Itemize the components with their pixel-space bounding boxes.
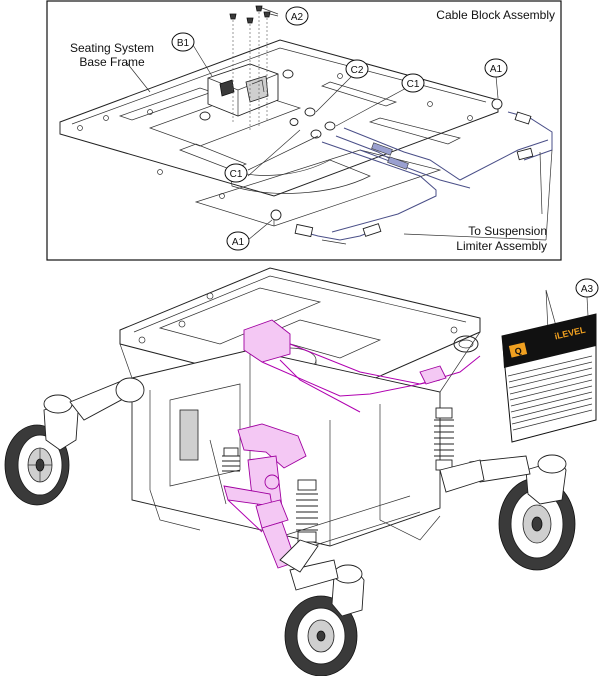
callout-c1-left: C1 (224, 163, 248, 183)
power-base-assembly (4, 267, 576, 676)
suspension-label-line2: Limiter Assembly (456, 239, 547, 253)
callout-c1-right: C1 (401, 73, 425, 93)
decal-brand-badge (508, 342, 528, 358)
base-frame-plate (59, 39, 499, 227)
svg-text:A1: A1 (490, 64, 503, 75)
svg-text:A2: A2 (291, 12, 304, 23)
bushings (199, 69, 503, 221)
warning-decal: Q iLEVEL A3 (501, 278, 599, 443)
callout-a1-right: A1 (484, 58, 508, 78)
leader-lines (126, 44, 543, 241)
svg-text:B1: B1 (177, 38, 190, 49)
suspension-label-line1: To Suspension (468, 224, 547, 238)
decal-header (502, 314, 596, 368)
callout-a1-bottom: A1 (226, 231, 250, 251)
decal-brand-mark: Q (514, 345, 523, 356)
svg-text:C2: C2 (351, 65, 364, 76)
callout-b1: B1 (171, 32, 195, 52)
front-wheel (279, 539, 365, 676)
svg-text:A1: A1 (232, 237, 245, 248)
left-wheel (4, 377, 145, 506)
frame-label-line1: Seating System (70, 41, 154, 55)
inset-title: Cable Block Assembly (436, 8, 555, 22)
screws-a2 (229, 5, 279, 132)
cable-block-housing (207, 63, 279, 117)
cable-block-inset: Cable Block Assembly (46, 0, 562, 261)
right-wheel (439, 454, 576, 571)
svg-text:C1: C1 (230, 169, 243, 180)
callout-c2: C2 (345, 59, 369, 79)
inset-border (46, 0, 562, 261)
suspension-limiter-highlight (223, 423, 307, 569)
callout-a2: A2 (285, 6, 309, 26)
callout-a3-label: A3 (581, 284, 594, 295)
cables (294, 111, 553, 245)
svg-text:C1: C1 (407, 79, 420, 90)
frame-label-line2: Base Frame (79, 55, 145, 69)
coil-springs (222, 407, 454, 543)
decal-text-block (507, 355, 593, 431)
